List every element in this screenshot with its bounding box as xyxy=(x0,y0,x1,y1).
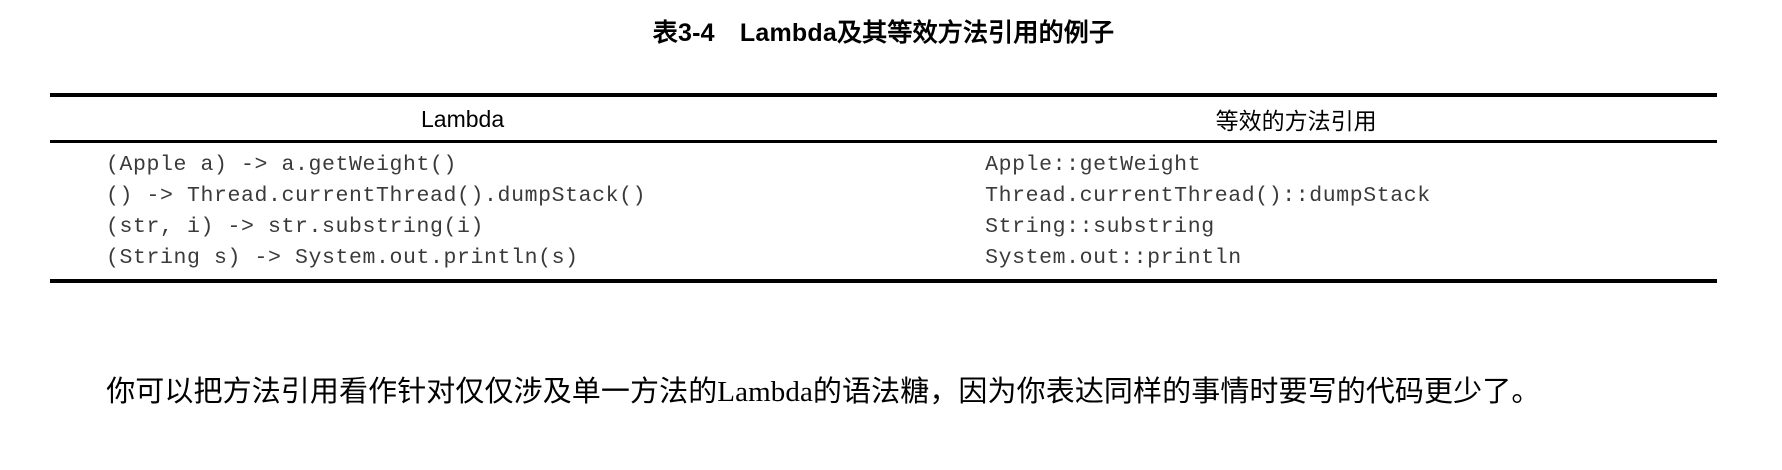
column-header-method-reference: 等效的方法引用 xyxy=(875,93,1717,143)
cell-method-reference: String::substring xyxy=(985,215,1215,239)
lambda-method-reference-table: Lambda 等效的方法引用 (Apple a) -> a.getWeight(… xyxy=(50,93,1717,283)
table-caption: 表3-4 Lambda及其等效方法引用的例子 xyxy=(652,19,1115,47)
table-row: (String s) -> System.out.println(s) Syst… xyxy=(50,243,1717,283)
table-row: () -> Thread.currentThread().dumpStack()… xyxy=(50,181,1717,212)
cell-method-reference: System.out::println xyxy=(875,243,1717,283)
cell-lambda: (Apple a) -> a.getWeight() xyxy=(106,153,458,177)
column-header-lambda: Lambda xyxy=(50,93,876,143)
cell-lambda: (str, i) -> str.substring(i) xyxy=(106,215,485,239)
table-header-row: Lambda 等效的方法引用 xyxy=(50,93,1717,143)
table-row: (str, i) -> str.substring(i) String::sub… xyxy=(50,212,1717,243)
body-paragraph: 你可以把方法引用看作针对仅仅涉及单一方法的Lambda的语法糖，因为你表达同样的… xyxy=(48,376,1541,408)
cell-lambda: () -> Thread.currentThread().dumpStack() xyxy=(106,184,647,208)
cell-lambda: (String s) -> System.out.println(s) xyxy=(50,243,876,283)
cell-method-reference: Apple::getWeight xyxy=(985,153,1202,177)
table-body: (Apple a) -> a.getWeight() Apple::getWei… xyxy=(50,142,1717,283)
cell-method-reference: Thread.currentThread()::dumpStack xyxy=(985,184,1431,208)
table-row: (Apple a) -> a.getWeight() Apple::getWei… xyxy=(50,142,1717,182)
